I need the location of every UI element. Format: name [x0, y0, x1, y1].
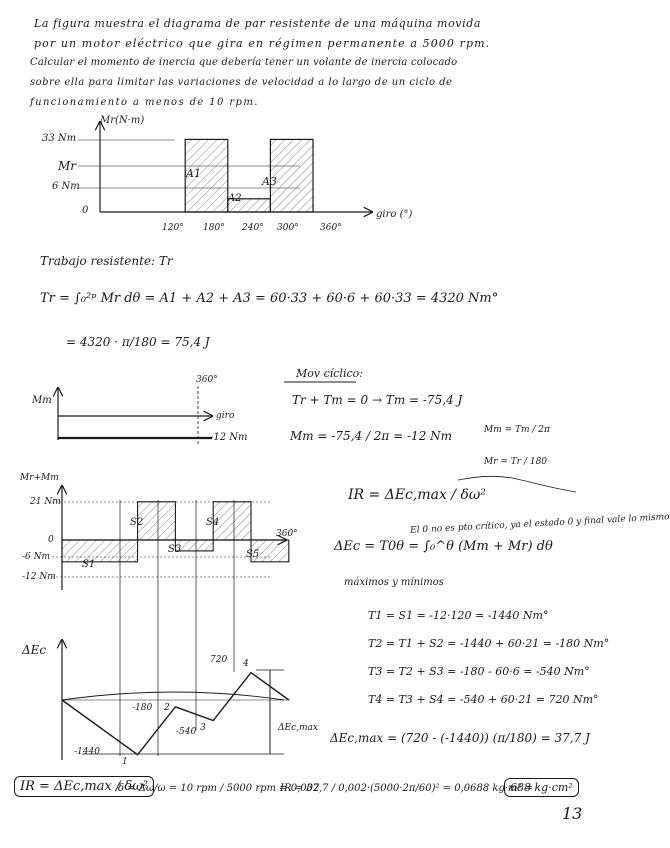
motor-heading: Mov cíclico: [296, 367, 363, 380]
intro-line-4: sobre ella para limitar las variaciones … [30, 77, 453, 88]
chart4-label-540: -540 [176, 727, 197, 737]
chart3-region-block-5 [250, 539, 290, 563]
work-title: Trabajo resistente: Tr [40, 254, 173, 268]
motor-side1: Mm = Tm / 2π [484, 425, 550, 435]
inertia-formula: IR = ΔEc,max / δω² [348, 487, 486, 503]
figure-layer [52, 0, 577, 760]
final-result: IR = 37,7 / 0,002·(5000·2π/60)² = 0,0688… [280, 783, 534, 794]
chart4-label-1440: -1440 [74, 747, 100, 757]
chart3-region-block-2 [137, 501, 176, 541]
final-boxed-answer: 688 kg·cm² [504, 778, 579, 797]
chart4-label-3: 3 [200, 723, 206, 733]
chart1-bars [184, 138, 314, 213]
chart2-arrow-label: giro [216, 411, 235, 421]
work-line-1: Tr = ∫₀²ᵖ Mr dθ = A1 + A2 + A3 = 60·33 +… [40, 291, 499, 306]
chart1-xtick-360: 360° [320, 223, 342, 233]
chart4-label-4: 4 [243, 659, 249, 669]
work-line-2: = 4320 · π/180 = 75,4 J [66, 335, 210, 349]
motor-eq1: Tr + Tm = 0 → Tm = -75,4 J [292, 393, 463, 407]
chart2-value: -12 Nm [210, 432, 248, 443]
chart1-xtick-240: 240° [242, 223, 264, 233]
chart3-ytick-21: 21 Nm [30, 497, 61, 507]
chart1-xtick-180: 180° [203, 223, 225, 233]
chart1-ytick-6: 6 Nm [52, 181, 80, 192]
intro-line-5: funcionamiento a menos de 10 rpm. [30, 97, 259, 108]
chart1-area-a2: A2 [228, 193, 242, 204]
chart3-ylabel: Mr+Mm [20, 473, 59, 483]
chart1-ytick-mr: Mr [58, 159, 77, 173]
ink-marks [284, 381, 577, 493]
chart3-region-block-1 [61, 539, 139, 563]
chart1-ylabel: Mr(N·m) [100, 115, 145, 126]
chart4-emax-label: ΔEc,max [278, 723, 318, 733]
chart2-ylabel: Mm [32, 395, 52, 406]
inertia-extremes: máximos y mínimos [344, 577, 444, 588]
motor-eq2: Mm = -75,4 / 2π = -12 Nm [290, 429, 453, 443]
chart1-ytick-0: 0 [82, 205, 89, 216]
chart1-xtick-300: 300° [277, 223, 299, 233]
chart3-region-s5: S5 [246, 549, 260, 560]
step-t1: T1 = S1 = -12·120 = -1440 Nm° [368, 609, 549, 622]
intro-line-1: La figura muestra el diagrama de par res… [34, 17, 482, 30]
motor-side2: Mr = Tr / 180 [484, 457, 548, 467]
chart3-ytick-12: -12 Nm [22, 572, 56, 582]
step-t4: T4 = T3 + S4 = -540 + 60·21 = 720 Nm° [368, 693, 599, 706]
chart1-xtick-120: 120° [162, 223, 184, 233]
chart1-area-a1: A1 [186, 167, 201, 180]
chart1-ytick-33: 33 Nm [42, 133, 77, 144]
chart3-region-s4: S4 [206, 517, 220, 528]
chart4-axes [62, 640, 290, 760]
chart2-tick-360: 360° [196, 375, 218, 385]
emax-equation: ΔEc,max = (720 - (-1440)) (π/180) = 37,7… [330, 731, 590, 745]
chart4-label-1: 1 [122, 757, 128, 767]
chart1-xlabel: giro (°) [376, 209, 413, 220]
inertia-delta: ΔEc = T0θ = ∫₀^θ (Mm + Mr) dθ [334, 539, 553, 554]
chart4-ylabel: ΔEc [22, 643, 47, 657]
chart2-axes [58, 386, 212, 446]
page-number: 13 [562, 804, 583, 823]
chart4-label-2: 2 [164, 703, 170, 713]
chart1-area-a3: A3 [262, 175, 277, 188]
chart3-region-s2: S2 [130, 517, 144, 528]
intro-line-3: Calcular el momento de inercia que deber… [30, 57, 458, 68]
chart3-ytick-0: 0 [48, 535, 54, 545]
chart4-label-720: 720 [210, 655, 228, 665]
final-delta: δ = Δω/ω = 10 rpm / 5000 rpm = 0,002 [118, 783, 320, 794]
chart3-ytick-6: -6 Nm [22, 552, 51, 562]
chart3-region-s1: S1 [82, 559, 96, 570]
chart4-energy-line [61, 671, 290, 756]
chart3-region-block-4 [212, 501, 252, 541]
final-formula: IR = ΔEc,max / δω² [14, 776, 155, 797]
chart3-region-s3: S3 [168, 544, 182, 555]
chart3-region-block-3 [174, 539, 214, 552]
chart1-bar-3 [269, 138, 314, 213]
chart3-x360: 360° [276, 529, 298, 539]
chart4-label-180: -180 [132, 703, 153, 713]
step-t3: T3 = T2 + S3 = -180 - 60·6 = -540 Nm° [368, 665, 590, 678]
intro-line-2: por un motor eléctrico que gira en régim… [34, 37, 491, 50]
projection-lines [119, 500, 235, 756]
chart3-bars [61, 501, 290, 563]
chart1-bar-1 [184, 138, 229, 213]
step-t2: T2 = T1 + S2 = -1440 + 60·21 = -180 Nm° [368, 637, 610, 650]
